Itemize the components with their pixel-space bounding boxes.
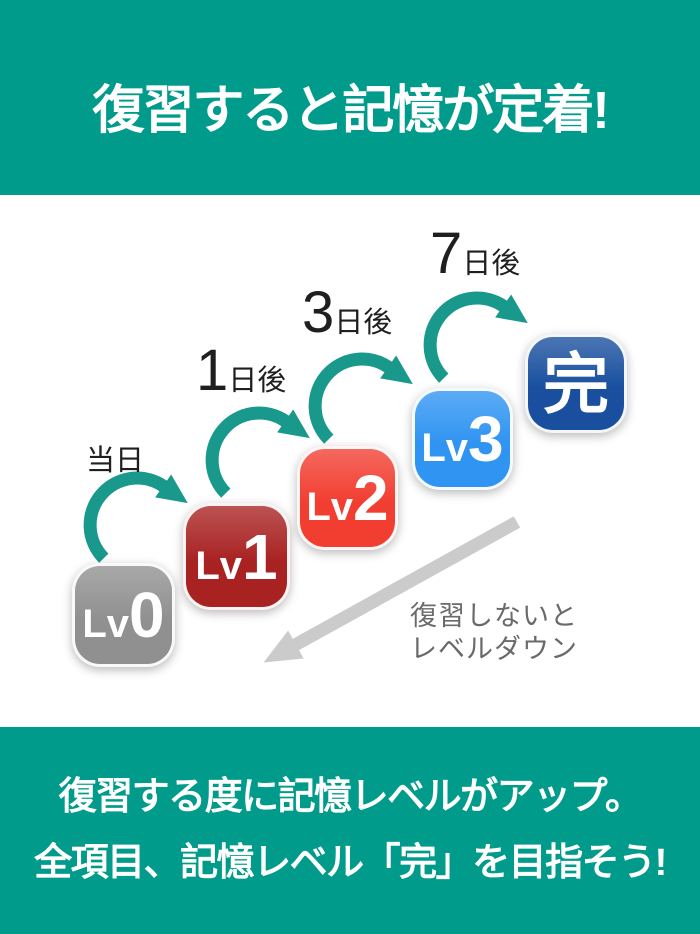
level-down-note: 復習しないと レベルダウン bbox=[410, 600, 578, 666]
badge-prefix: Lv bbox=[306, 485, 354, 529]
interval-number: 3 bbox=[302, 280, 335, 345]
badge-value: 2 bbox=[353, 462, 389, 534]
level-badge-lv0: Lv0 bbox=[72, 563, 175, 667]
footer-line1: 復習する度に記憶レベルがアップ。 bbox=[58, 775, 643, 818]
level-badge-complete: 完 bbox=[525, 334, 627, 433]
badge-prefix: Lv bbox=[195, 543, 243, 588]
level-up-arrow-4 bbox=[423, 291, 528, 383]
badge-value: 完 bbox=[543, 346, 609, 421]
level-down-note-line2: レベルダウン bbox=[410, 633, 578, 664]
level-up-arrow-3 bbox=[308, 352, 413, 444]
level-badge-lv3: Lv3 bbox=[412, 388, 513, 490]
interval-number: 1 bbox=[196, 338, 229, 403]
interval-label-1-day: 1日後 bbox=[196, 342, 286, 400]
footer-band: 復習する度に記憶レベルがアップ。 全項目、記憶レベル「完」を目指そう! bbox=[0, 727, 700, 934]
badge-label: Lv3 bbox=[421, 407, 503, 471]
level-step-diagram: 当日 1日後 3日後 7日後 Lv0 Lv1 Lv2 Lv3 bbox=[0, 195, 700, 727]
level-badge-lv2: Lv2 bbox=[297, 446, 398, 550]
interval-unit: 当日 bbox=[86, 445, 145, 477]
page-title: 復習すると記憶が定着! bbox=[92, 82, 609, 140]
interval-unit: 日後 bbox=[462, 248, 521, 280]
interval-label-7-days: 7日後 bbox=[430, 225, 520, 283]
level-badge-lv1: Lv1 bbox=[183, 503, 290, 610]
badge-label: Lv1 bbox=[195, 525, 277, 589]
badge-prefix: Lv bbox=[82, 602, 130, 646]
badge-value: 0 bbox=[129, 579, 165, 651]
level-up-arrow-1 bbox=[83, 471, 188, 563]
level-down-arrow bbox=[263, 516, 521, 663]
interval-unit: 日後 bbox=[334, 307, 393, 339]
interval-label-3-days: 3日後 bbox=[302, 284, 392, 342]
level-up-arrow-2 bbox=[205, 406, 310, 498]
arrows-layer bbox=[83, 291, 528, 663]
badge-label: 完 bbox=[543, 351, 609, 417]
badge-value: 3 bbox=[468, 403, 504, 475]
interval-number: 7 bbox=[430, 221, 463, 286]
badge-prefix: Lv bbox=[421, 426, 469, 470]
interval-label-same-day: 当日 bbox=[86, 422, 144, 480]
interval-unit: 日後 bbox=[228, 365, 287, 397]
level-down-note-line1: 復習しないと bbox=[410, 601, 578, 631]
badge-label: Lv2 bbox=[306, 466, 388, 530]
header-band: 復習すると記憶が定着! bbox=[0, 0, 700, 195]
badge-value: 1 bbox=[242, 520, 278, 593]
badge-label: Lv0 bbox=[82, 583, 164, 647]
footer-line2: 全項目、記憶レベル「完」を目指そう! bbox=[34, 841, 667, 884]
